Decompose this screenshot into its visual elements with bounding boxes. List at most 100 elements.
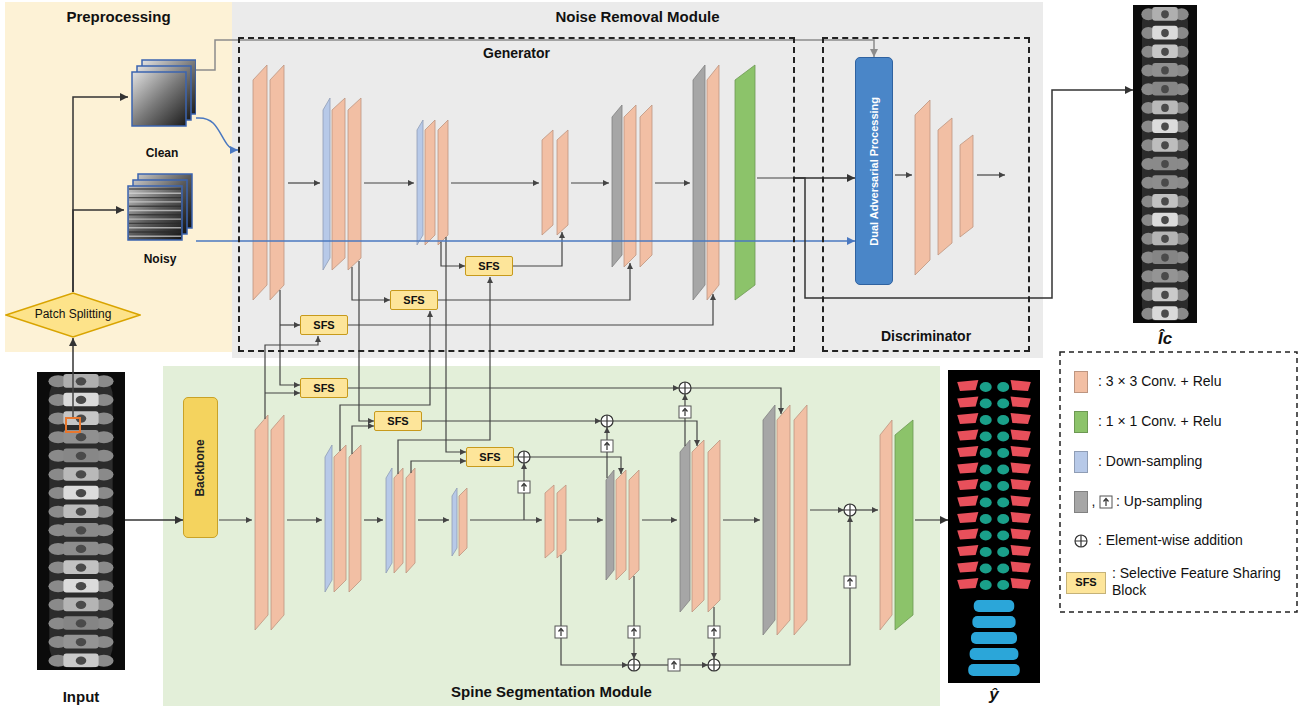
segment-row (957, 430, 1031, 442)
layer-block (270, 65, 284, 300)
feature-wire (411, 461, 466, 473)
vertebra-body (63, 616, 98, 630)
legend-entry: : Down-sampling (1098, 453, 1288, 470)
segment-red (1011, 380, 1031, 391)
node-label: Dual Adversarial Processing (868, 97, 881, 246)
layer-block (624, 105, 636, 267)
vertebra-body (1152, 157, 1178, 171)
feature-wire (348, 387, 679, 388)
layer-block (542, 130, 553, 235)
layer-block (406, 468, 415, 573)
vertebra (48, 598, 113, 612)
feature-wire (446, 237, 466, 452)
feature-wire (560, 555, 561, 626)
vertebra-canal (1161, 253, 1169, 261)
layer-block (438, 120, 448, 245)
upsampling-symbol (1100, 496, 1112, 508)
segment-teal (980, 415, 992, 425)
panel-fill (232, 2, 1043, 358)
upsampling-box (679, 406, 691, 418)
legend-swatch (1074, 411, 1088, 433)
feature-wire (352, 267, 390, 300)
layer-block (323, 98, 330, 270)
legend-entry: : Up-sampling (1116, 493, 1286, 510)
vertebra-canal (76, 433, 87, 441)
legend-entry: : Selective Feature Sharing Block (1112, 565, 1290, 599)
legend-entry: : 1 × 1 Conv. + Relu (1098, 413, 1288, 430)
diamond-shape (6, 293, 140, 337)
vertebra-canal (1161, 272, 1169, 280)
legend-text: : Selective Feature Sharing Block (1112, 565, 1290, 599)
node-label: SFS (387, 415, 408, 428)
node-label: Noisy (144, 253, 177, 267)
noise-stripe (129, 205, 181, 206)
sfs-block: SFS (390, 290, 438, 310)
upsampling-arrow (683, 409, 688, 417)
segment-red (1011, 578, 1031, 589)
vertebra-canal (1161, 235, 1169, 243)
addition-circle (628, 659, 640, 671)
vertebra (48, 374, 113, 388)
vertebra (1141, 213, 1188, 227)
vertebra-canal (76, 508, 87, 516)
segment-teal (980, 432, 992, 442)
vertebra-body (63, 523, 98, 537)
segment-red (1011, 430, 1031, 441)
vertebra-canal (1161, 310, 1169, 318)
addition-circle (679, 382, 691, 394)
upsampling-symbol (679, 406, 691, 418)
feature-wire (895, 174, 912, 175)
vertebra-canal (76, 489, 87, 497)
node-label: SFS (313, 319, 334, 332)
segment-row (957, 446, 1031, 458)
image-background (1133, 5, 1197, 323)
vertebra-canal (76, 582, 87, 590)
preprocessing-panel: PreprocessingCleanNoisyPatch Splitting (5, 2, 232, 352)
node-label: ŷ (989, 685, 998, 705)
segment-teal (980, 382, 992, 392)
feature-wire (849, 516, 850, 576)
vertebra-body (1152, 306, 1178, 320)
addition-cross (844, 504, 856, 516)
addition-cross (679, 382, 691, 394)
feature-wire (340, 311, 430, 451)
segment-row (957, 578, 1031, 590)
connector (72, 338, 74, 372)
noise-stripe (129, 193, 181, 194)
segment-red (1011, 463, 1031, 474)
vertebra (1141, 250, 1188, 264)
segment-red (957, 413, 978, 424)
noise-stripe (129, 188, 181, 189)
vertebra-canal (1161, 48, 1169, 56)
segment-row (957, 413, 1031, 425)
segmentation-output-image: ŷ (948, 370, 1040, 706)
upsampling-arrow (605, 443, 610, 451)
layer-block (735, 65, 755, 300)
upsampling-box (555, 626, 567, 638)
segment-red (957, 529, 978, 540)
vertebra (1141, 157, 1188, 171)
feature-wire (757, 177, 795, 178)
feature-wire (642, 519, 677, 520)
segment-red (957, 479, 978, 490)
node-picture (128, 58, 196, 136)
addition-symbol (601, 415, 613, 427)
vertebra-body (63, 579, 98, 593)
node-label: Clean (146, 147, 179, 161)
connector (196, 118, 238, 150)
spine-shadow (49, 374, 112, 668)
segment-teal (997, 432, 1009, 442)
addition-cross (518, 451, 530, 463)
layer-block (425, 120, 435, 245)
addition-symbol (518, 451, 530, 463)
vertebra (48, 542, 113, 556)
connector (125, 519, 183, 521)
node-label: Îc (1158, 329, 1172, 349)
layer-block (325, 445, 332, 592)
addition-cross (1075, 535, 1087, 547)
vertebra-canal (76, 601, 87, 609)
vertebra (48, 486, 113, 500)
upsampling-arrow (632, 629, 637, 637)
feature-wire (422, 420, 601, 421)
feature-wire (655, 182, 690, 183)
